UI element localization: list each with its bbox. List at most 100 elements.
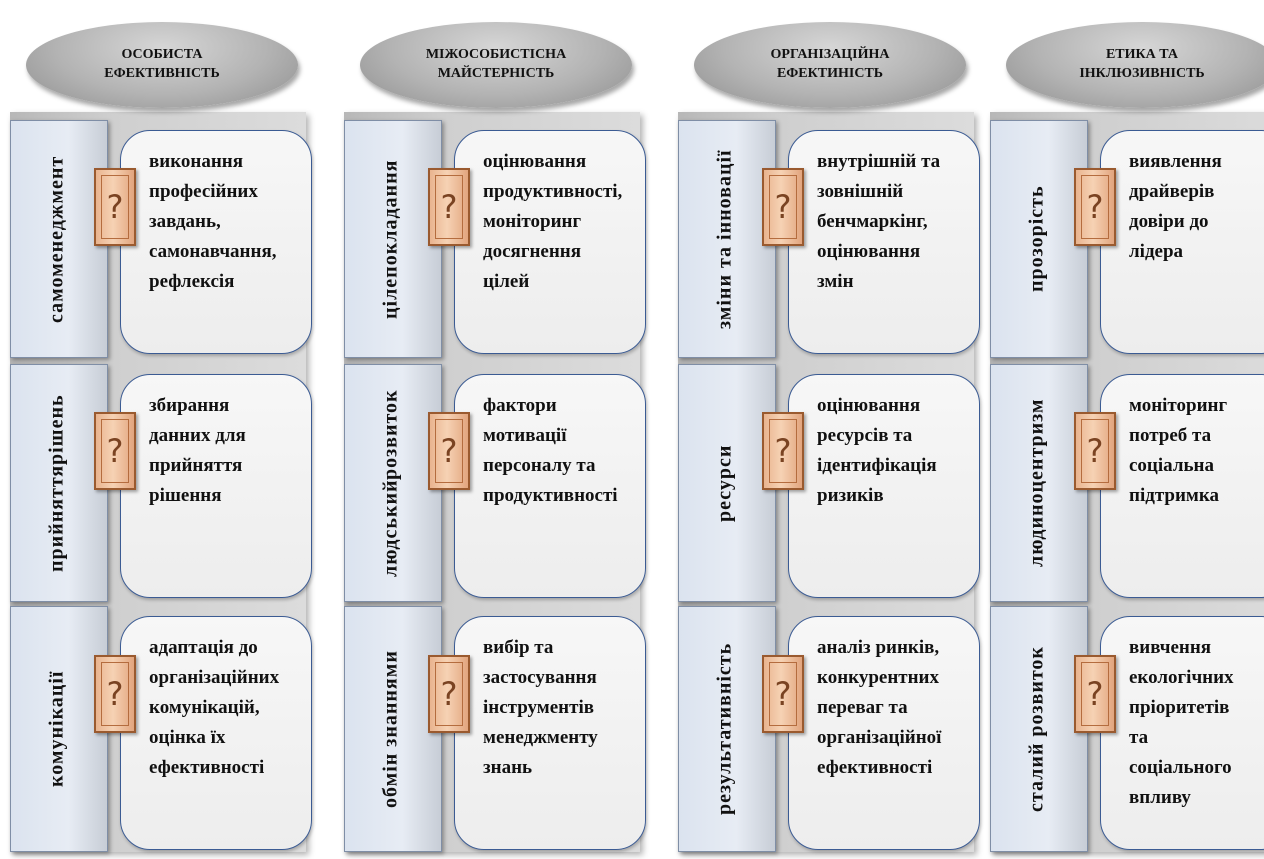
- description-line: мотивації: [483, 425, 567, 447]
- question-mark-glyph: ?: [1086, 188, 1104, 226]
- description-line: аналіз ринків,: [817, 637, 940, 658]
- row-label-line: зміни та інновації: [713, 149, 736, 329]
- header-line: ОРГАНІЗАЦІЙНА: [770, 47, 890, 63]
- description-line: соціальна: [1129, 455, 1214, 477]
- description-line: професійних: [149, 181, 258, 203]
- description-line: ефективності: [817, 757, 933, 779]
- description-line: переваг та: [817, 697, 908, 719]
- competency-row: результативність аналіз ринків,конкурентн…: [678, 606, 980, 852]
- description-line: застосування: [483, 667, 597, 689]
- description-line: оцінювання: [483, 151, 587, 172]
- question-mark-glyph: ?: [774, 432, 792, 470]
- description-line: пріоритетів: [1129, 697, 1230, 719]
- row-label-line: прийняття: [45, 464, 68, 572]
- question-mark-icon: ?: [94, 168, 136, 246]
- column-header: МІЖОСОБИСТІСНА МАЙСТЕРНІСТЬ: [360, 22, 632, 108]
- row-label: результативність: [685, 611, 765, 847]
- row-label-line: рішень: [45, 394, 68, 465]
- row-tab: комунікації: [10, 606, 108, 852]
- question-mark-glyph: ?: [1086, 675, 1104, 713]
- question-mark-icon: ?: [762, 412, 804, 490]
- row-label-line: розвиток: [379, 388, 402, 480]
- description-line: самонавчання,: [149, 241, 277, 263]
- row-label-line: цілепокладання: [379, 159, 402, 319]
- description-box: виконання професійних завдань, самонавчання…: [120, 130, 312, 354]
- row-tab: прозорість: [990, 120, 1088, 358]
- description-text: виконання професійних завдань, самонавчання…: [149, 147, 305, 297]
- header-line: ЕФЕКТИВНІСТЬ: [104, 66, 220, 81]
- question-mark-glyph: ?: [106, 188, 124, 226]
- question-mark-glyph: ?: [774, 188, 792, 226]
- description-line: довіри до: [1129, 211, 1209, 233]
- description-line: внутрішній та: [817, 151, 941, 172]
- description-line: комунікацій,: [149, 697, 260, 719]
- row-label: ресурси: [685, 369, 765, 597]
- question-mark-icon: ?: [428, 412, 470, 490]
- description-line: інструментів: [483, 697, 594, 719]
- question-mark-icon: ?: [1074, 655, 1116, 733]
- description-line: збирання: [149, 395, 230, 416]
- description-line: персоналу та: [483, 455, 596, 477]
- row-label: цілепокладання: [351, 125, 431, 353]
- row-label: комунікації: [17, 611, 97, 847]
- description-line: завдань,: [149, 211, 221, 233]
- row-label-line: результативність: [713, 642, 736, 816]
- description-line: цілей: [483, 271, 530, 293]
- description-line: фактори: [483, 395, 557, 416]
- row-label-line: ресурси: [713, 444, 736, 522]
- row-label: прозорість: [997, 125, 1077, 353]
- description-line: оцінювання: [817, 241, 921, 263]
- description-line: вибір та: [483, 637, 554, 658]
- description-line: впливу: [1129, 787, 1191, 809]
- row-label-line: сталий розвиток: [1025, 646, 1048, 812]
- question-mark-glyph: ?: [106, 675, 124, 713]
- row-label: зміни та інновації: [685, 125, 765, 353]
- question-mark-glyph: ?: [440, 432, 458, 470]
- question-mark-glyph: ?: [774, 675, 792, 713]
- description-line: потреб та: [1129, 425, 1212, 447]
- description-line: зовнішній: [817, 181, 904, 203]
- description-line: ідентифікація: [817, 455, 937, 477]
- description-line: прийняття: [149, 455, 243, 477]
- description-line: ефективності: [149, 757, 265, 779]
- row-tab: результативність: [678, 606, 776, 852]
- description-line: знань: [483, 757, 533, 779]
- question-mark-icon: ?: [1074, 168, 1116, 246]
- description-line: виконання: [149, 151, 244, 172]
- description-line: ресурсів та: [817, 425, 913, 447]
- description-line: виявлення: [1129, 151, 1222, 172]
- row-label-line: людиноцентризм: [1025, 398, 1048, 568]
- row-label-line: людський: [379, 479, 402, 578]
- row-tab: самоменеджмент: [10, 120, 108, 358]
- description-line: та: [1129, 727, 1149, 749]
- description-line: досягнення: [483, 241, 582, 263]
- question-mark-icon: ?: [762, 168, 804, 246]
- description-line: рефлексія: [149, 271, 235, 293]
- row-label: обмін знаннями: [351, 611, 431, 847]
- row-label: самоменеджмент: [17, 125, 97, 353]
- header-line: МАЙСТЕРНІСТЬ: [437, 66, 555, 81]
- header-line: ОСОБИСТА: [121, 47, 203, 63]
- header-line: МІЖОСОБИСТІСНА: [425, 47, 567, 63]
